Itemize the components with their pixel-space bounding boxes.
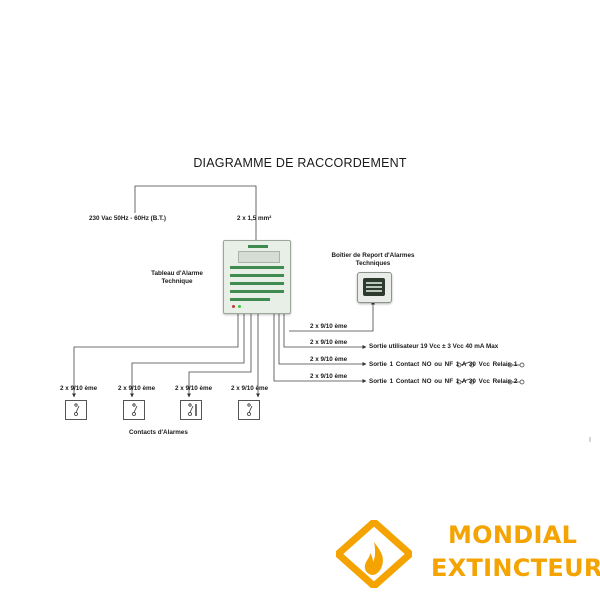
report-box-label: Boîtier de Report d'Alarmes Techniques — [331, 252, 415, 268]
flame-logo-icon — [336, 520, 412, 588]
power-wire — [134, 185, 257, 240]
output-wire-1 — [283, 312, 367, 349]
logo-line-2: EXTINCTEUR — [431, 554, 600, 582]
contact-cable-label-3: 2 x 9/10 ème — [175, 385, 213, 392]
alarm-contact-3 — [180, 400, 202, 420]
output-cable-label-3: 2 x 9/10 ème — [310, 373, 348, 380]
alarm-contact-4 — [238, 400, 260, 420]
report-box-device — [357, 272, 392, 303]
contact-wire-2 — [130, 312, 245, 398]
report-cable-label: 2 x 9/10 ème — [310, 323, 348, 330]
power-cable-label: 2 x 1,5 mm² — [237, 215, 272, 222]
diagram-title: DIAGRAMME DE RACCORDEMENT — [193, 156, 407, 170]
logo-line-1: MONDIAL — [448, 521, 578, 549]
output-desc-relay-1: Sortie 1 Contact NO ou NF 1 A 30 Vcc Rel… — [369, 361, 518, 368]
contact-wire-1 — [72, 312, 239, 398]
alarm-panel-device — [223, 240, 291, 314]
output-wire-2 — [278, 312, 367, 366]
output-desc-relay-2: Sortie 1 Contact NO ou NF 1 A 30 Vcc Rel… — [369, 378, 518, 385]
alarm-contact-2 — [123, 400, 145, 420]
output-desc-user: Sortie utilisateur 19 Vcc ± 3 Vcc 40 mA … — [369, 343, 499, 350]
contact-cable-label-4: 2 x 9/10 ème — [231, 385, 269, 392]
output-cable-label-2: 2 x 9/10 ème — [310, 356, 348, 363]
power-supply-label: 230 Vac 50Hz - 60Hz (B.T.) — [89, 215, 166, 222]
contact-cable-label-1: 2 x 9/10 ème — [60, 385, 98, 392]
output-cable-label-1: 2 x 9/10 ème — [310, 339, 348, 346]
alarm-contact-1 — [65, 400, 87, 420]
output-wire-3 — [273, 312, 367, 383]
panel-label: Tableau d'Alarme Technique — [151, 270, 203, 286]
contacts-label: Contacts d'Alarmes — [129, 429, 188, 436]
contact-wire-3 — [187, 312, 252, 398]
report-wire — [289, 300, 375, 332]
contact-cable-label-2: 2 x 9/10 ème — [118, 385, 156, 392]
